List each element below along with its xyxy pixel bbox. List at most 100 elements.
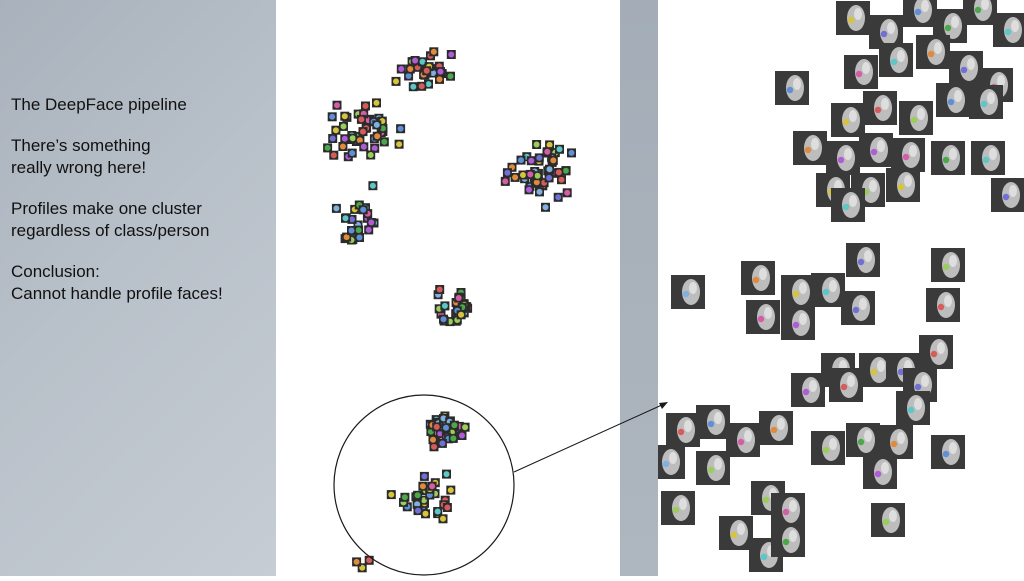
face-thumbnail (658, 445, 685, 479)
face-thumbnail (666, 413, 700, 447)
embedding-point (323, 143, 333, 153)
face-thumbnail (726, 423, 760, 457)
embedding-point (418, 57, 427, 67)
embedding-point (449, 420, 459, 430)
embedding-point (332, 100, 342, 110)
embedding-point (427, 481, 437, 491)
face-thumbnail (896, 391, 930, 425)
face-thumbnail (993, 13, 1024, 47)
face-thumbnail (836, 1, 870, 35)
observation-text: There’s something really wrong here! (11, 136, 151, 177)
slide-text: The DeepFace pipeline There’s something … (11, 94, 273, 324)
embedding-point (364, 555, 374, 565)
embedding-point (372, 98, 381, 108)
face-thumbnail (759, 411, 793, 445)
embedding-point (532, 177, 542, 187)
face-thumbnail (775, 71, 809, 105)
embedding-point (510, 172, 520, 182)
embedding-point (329, 150, 339, 160)
embedding-point (400, 492, 410, 502)
embedding-point (456, 310, 466, 320)
embedding-point (358, 127, 368, 137)
embedding-point (331, 203, 341, 213)
embedding-point (526, 156, 536, 166)
embedding-point (548, 155, 558, 165)
panel-separator (620, 0, 658, 576)
embedding-point (442, 503, 452, 512)
face-thumbnail (829, 368, 863, 402)
embedding-point (359, 142, 369, 152)
face-thumbnail (826, 141, 860, 175)
embedding-point (555, 144, 564, 154)
face-thumbnail (949, 51, 983, 85)
face-thumbnails-plot (658, 0, 1024, 572)
embedding-point (454, 293, 464, 303)
face-thumbnail (841, 291, 875, 325)
face-thumbnail (991, 178, 1024, 212)
face-thumbnail (879, 43, 913, 77)
embedding-point (541, 202, 550, 212)
face-thumbnail (846, 423, 880, 457)
embedding-point (366, 218, 376, 227)
face-thumbnail (919, 335, 953, 369)
embedding-point (338, 142, 348, 151)
embedding-point (378, 123, 388, 133)
embedding-point (358, 205, 368, 215)
embedding-point (405, 64, 415, 74)
face-thumbnail (696, 451, 730, 485)
embedding-scatter-plot (323, 47, 576, 573)
face-thumbnail (811, 431, 845, 465)
embedding-point (408, 82, 418, 92)
embedding-point (364, 225, 374, 235)
embedding-point (428, 68, 438, 78)
face-thumbnail (831, 103, 865, 137)
face-thumbnail (746, 300, 780, 334)
embedding-point (331, 125, 341, 135)
face-thumbnail (931, 141, 965, 175)
embedding-point (544, 173, 554, 183)
embedding-point (396, 124, 406, 134)
embedding-point (448, 433, 458, 443)
embedding-point (553, 192, 563, 202)
face-thumbnail (899, 101, 933, 135)
embedding-point (437, 438, 447, 448)
embedding-point (535, 187, 544, 197)
embedding-point (435, 74, 444, 84)
embedding-point (460, 422, 470, 432)
embedding-point (386, 490, 396, 500)
face-thumbnail (916, 35, 950, 69)
embedding-point (352, 557, 362, 567)
embedding-point (366, 150, 376, 160)
embedding-point (396, 64, 406, 74)
embedding-point (429, 47, 439, 57)
embedding-point (379, 137, 389, 147)
embedding-point (347, 214, 357, 224)
embedding-point (410, 56, 420, 65)
embedding-point (441, 423, 451, 433)
face-thumbnail (811, 273, 845, 307)
embedding-point (433, 507, 443, 516)
embedding-point (368, 181, 378, 191)
face-thumbnail (863, 91, 897, 125)
embedding-point (418, 481, 428, 491)
face-thumbnail (719, 516, 753, 550)
embedding-point (391, 76, 401, 86)
embedding-point (417, 81, 427, 91)
embedding-point (348, 133, 358, 143)
slide-title: The DeepFace pipeline (11, 95, 187, 114)
embedding-point (440, 301, 450, 311)
embedding-point (525, 169, 535, 179)
face-thumbnail (871, 503, 905, 537)
embedding-point (424, 79, 433, 89)
face-thumbnail (936, 83, 970, 117)
embedding-point (567, 148, 576, 158)
embedding-point (361, 101, 370, 111)
embedding-point (436, 67, 445, 77)
face-thumbnail (771, 523, 805, 557)
face-thumbnail (781, 275, 815, 309)
face-thumbnail (846, 243, 880, 277)
embedding-point (545, 140, 555, 150)
face-thumbnail (696, 405, 730, 439)
embedding-point (554, 167, 564, 177)
embedding-point (347, 148, 357, 158)
